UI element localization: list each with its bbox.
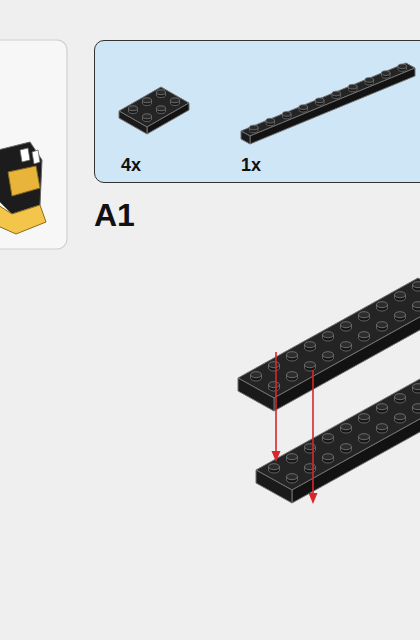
stud-top bbox=[143, 114, 152, 119]
stud-top bbox=[287, 372, 298, 378]
placement-arrow bbox=[275, 352, 277, 453]
stud-top bbox=[413, 302, 420, 308]
stud-top bbox=[305, 342, 316, 348]
parts-list-panel: 4x 1x bbox=[94, 40, 420, 183]
stud-top bbox=[341, 342, 352, 348]
stud-top bbox=[323, 434, 334, 440]
plate-face bbox=[238, 378, 274, 411]
arrow-head bbox=[272, 451, 281, 462]
stud-top bbox=[395, 414, 406, 420]
plate-face bbox=[256, 470, 292, 503]
stud-top bbox=[323, 332, 334, 338]
stud-top bbox=[287, 474, 298, 480]
stud-top bbox=[413, 282, 420, 288]
stud-top bbox=[341, 424, 352, 430]
stud-top bbox=[341, 322, 352, 328]
plate-face bbox=[241, 63, 415, 136]
stud-top bbox=[359, 312, 370, 318]
stud-top bbox=[282, 112, 291, 117]
stud-top bbox=[395, 292, 406, 298]
stud-top bbox=[348, 84, 357, 89]
stud-top bbox=[395, 394, 406, 400]
stud-top bbox=[332, 91, 341, 96]
plate-assembly bbox=[238, 278, 420, 504]
plate-face bbox=[292, 390, 420, 503]
placement-arrow bbox=[312, 370, 314, 495]
stud-top bbox=[377, 404, 388, 410]
stud-top bbox=[299, 105, 308, 110]
plate-face bbox=[250, 68, 415, 144]
stud-top bbox=[157, 106, 166, 111]
stud-top bbox=[305, 362, 316, 368]
stud-top bbox=[377, 322, 388, 328]
stud-top bbox=[269, 382, 280, 388]
previous-step-frame bbox=[0, 40, 67, 249]
plate-face bbox=[241, 131, 250, 144]
step-number: A1 bbox=[94, 197, 135, 233]
stud-top bbox=[249, 125, 258, 130]
plate-face bbox=[147, 103, 189, 134]
plate-2x3 bbox=[119, 87, 189, 134]
text-holder: 4x bbox=[121, 155, 141, 176]
text-holder: A1 bbox=[94, 197, 135, 234]
stud-top bbox=[287, 352, 298, 358]
part-quantity: 1x bbox=[241, 155, 261, 175]
stud-top bbox=[269, 362, 280, 368]
plate-face bbox=[274, 298, 420, 411]
stud-top bbox=[323, 352, 334, 358]
stud-top bbox=[341, 444, 352, 450]
stud-top bbox=[305, 444, 316, 450]
stud-top bbox=[365, 78, 374, 83]
finished-model-preview bbox=[0, 142, 46, 234]
stud-top bbox=[398, 64, 407, 69]
stud-top bbox=[266, 118, 275, 123]
plate-face bbox=[119, 111, 147, 134]
stud-top bbox=[359, 414, 370, 420]
stud-top bbox=[269, 464, 280, 470]
stud-top bbox=[413, 404, 420, 410]
stud-top bbox=[143, 98, 152, 103]
plate-1x10 bbox=[241, 63, 415, 144]
stud-top bbox=[305, 464, 316, 470]
stud-top bbox=[395, 312, 406, 318]
stud-top bbox=[413, 384, 420, 390]
stud-top bbox=[251, 372, 262, 378]
stud-top bbox=[315, 98, 324, 103]
stud-top bbox=[157, 90, 166, 95]
stud-top bbox=[171, 98, 180, 103]
text-holder: 1x bbox=[241, 155, 261, 176]
stud-top bbox=[129, 106, 138, 111]
stud-top bbox=[323, 454, 334, 460]
arrow-head bbox=[309, 493, 318, 504]
part-quantity: 4x bbox=[121, 155, 141, 175]
stud-top bbox=[377, 424, 388, 430]
stud-top bbox=[377, 302, 388, 308]
stud-top bbox=[287, 454, 298, 460]
stud-top bbox=[359, 434, 370, 440]
stud-top bbox=[381, 71, 390, 76]
stud-top bbox=[359, 332, 370, 338]
